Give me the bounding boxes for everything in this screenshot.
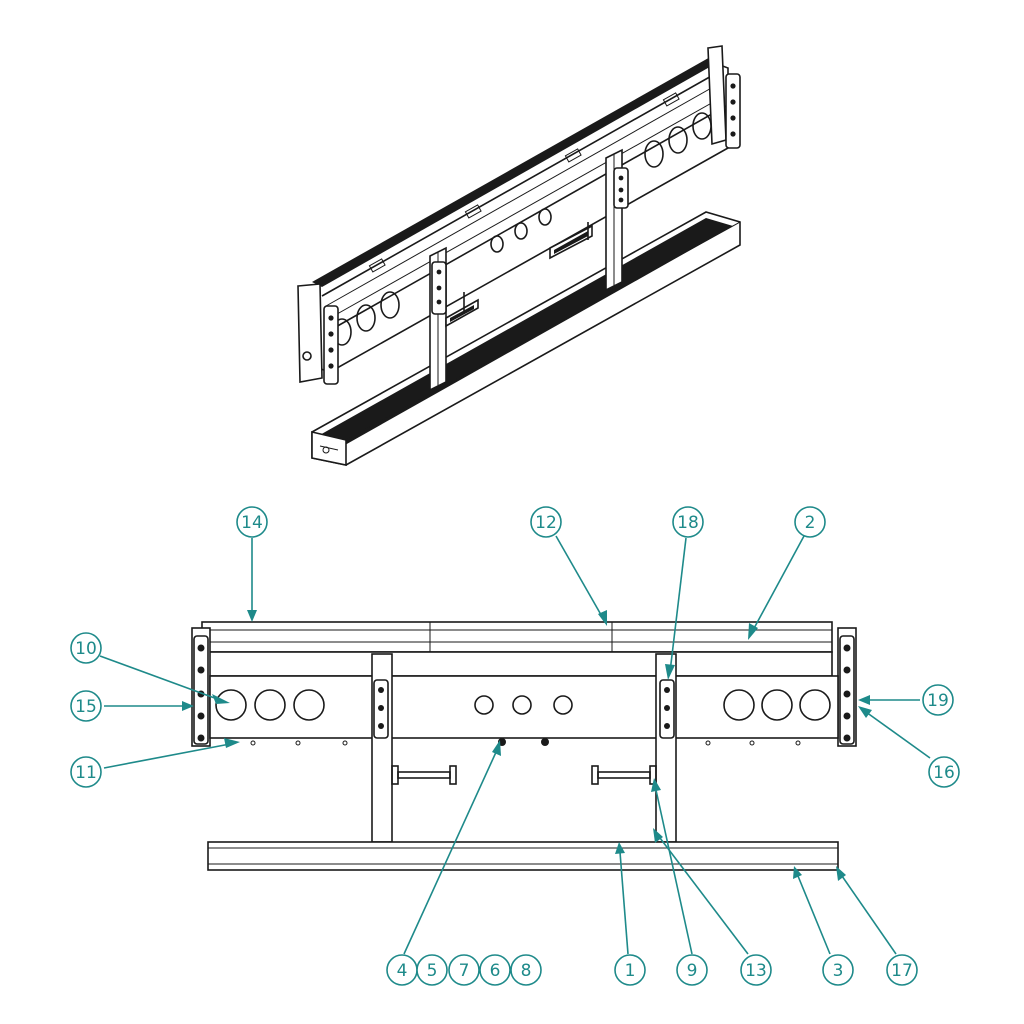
- callout-4: 4: [386, 954, 418, 986]
- svg-text:3: 3: [833, 961, 844, 981]
- leader-lines: [99, 535, 931, 955]
- svg-text:1: 1: [625, 961, 636, 981]
- callout-18: 18: [672, 506, 704, 538]
- svg-text:12: 12: [535, 513, 557, 533]
- callout-16: 16: [928, 756, 960, 788]
- svg-text:16: 16: [933, 763, 955, 783]
- callout-19: 19: [922, 684, 954, 716]
- svg-text:5: 5: [427, 961, 438, 981]
- iso-bottom-rail: [311, 211, 741, 466]
- svg-text:2: 2: [805, 513, 816, 533]
- front-top-beam: [201, 621, 833, 677]
- front-view: [191, 621, 857, 871]
- svg-text:14: 14: [241, 513, 263, 533]
- svg-text:10: 10: [75, 639, 97, 659]
- callout-1: 1: [614, 954, 646, 986]
- callout-10: 10: [70, 632, 102, 664]
- callout-2: 2: [794, 506, 826, 538]
- callout-15: 15: [70, 690, 102, 722]
- front-hole-panel: [209, 675, 839, 746]
- isometric-view: [297, 45, 741, 466]
- callout-14: 14: [236, 506, 268, 538]
- callout-13: 13: [740, 954, 772, 986]
- svg-text:18: 18: [677, 513, 699, 533]
- iso-handles: [445, 222, 593, 328]
- iso-top-beam: [297, 45, 729, 383]
- svg-text:19: 19: [927, 691, 949, 711]
- callout-5: 5: [416, 954, 448, 986]
- callout-17: 17: [886, 954, 918, 986]
- callout-11: 11: [70, 756, 102, 788]
- svg-text:4: 4: [397, 961, 408, 981]
- svg-text:17: 17: [891, 961, 913, 981]
- callout-12: 12: [530, 506, 562, 538]
- svg-text:15: 15: [75, 697, 97, 717]
- front-handles: [391, 765, 657, 785]
- svg-text:13: 13: [745, 961, 767, 981]
- callout-3: 3: [822, 954, 854, 986]
- front-clamp-blocks: [193, 635, 855, 745]
- svg-text:11: 11: [75, 763, 97, 783]
- callout-7: 7: [448, 954, 480, 986]
- callout-balloons: 14 12 18 2 10 15 19 11 16 4 5 7 6 8 1 9 …: [70, 506, 960, 986]
- svg-text:6: 6: [490, 961, 501, 981]
- iso-clamp-blocks: [323, 73, 741, 385]
- front-bottom-rail: [207, 841, 839, 871]
- svg-text:8: 8: [521, 961, 532, 981]
- svg-text:9: 9: [687, 961, 698, 981]
- svg-text:7: 7: [459, 961, 470, 981]
- callout-9: 9: [676, 954, 708, 986]
- callout-8: 8: [510, 954, 542, 986]
- callout-6: 6: [479, 954, 511, 986]
